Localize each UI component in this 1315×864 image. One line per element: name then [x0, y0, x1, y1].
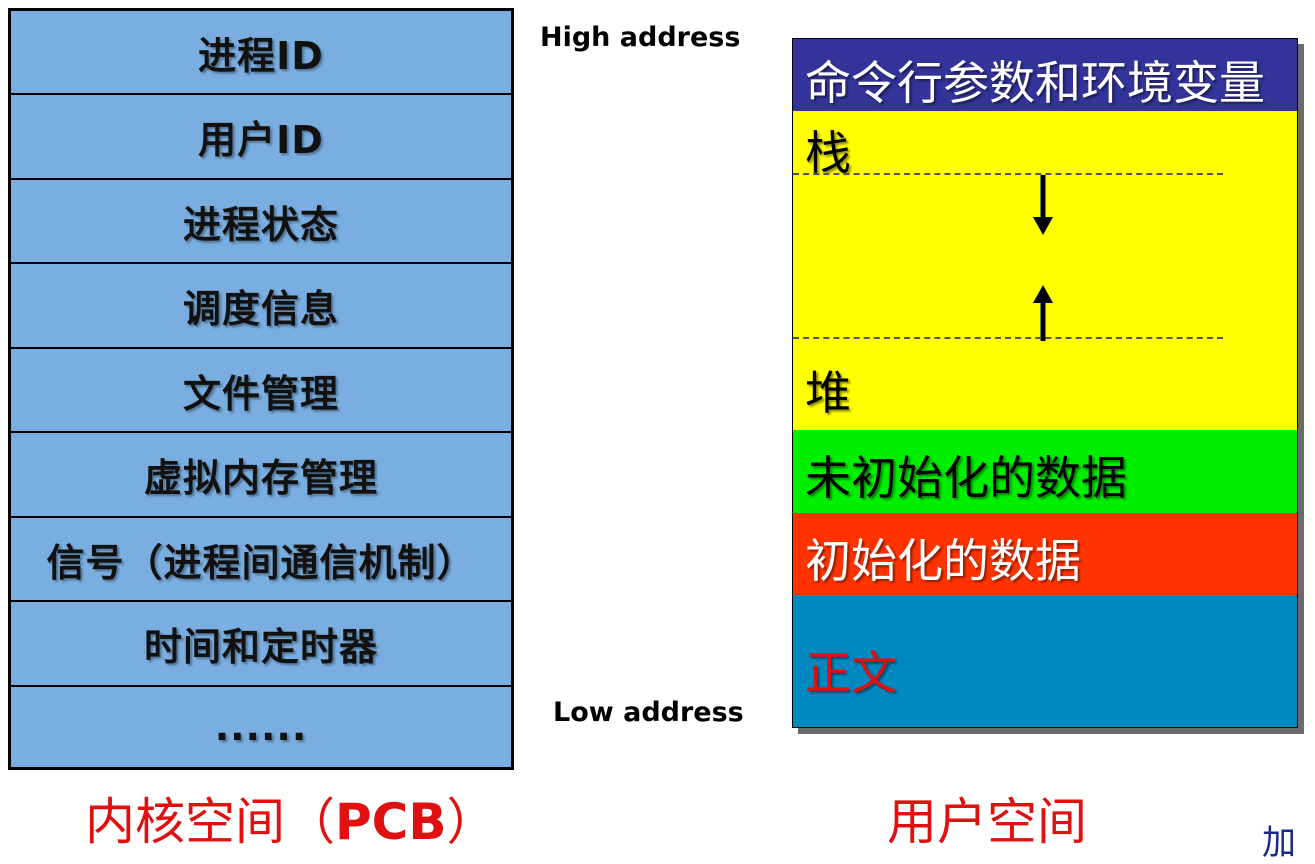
- segment-data: 初始化的数据: [793, 513, 1297, 595]
- bss-label: 未初始化的数据: [805, 451, 1127, 505]
- stack-boundary-line: [793, 173, 1223, 175]
- arrow-down-icon: [1033, 175, 1053, 235]
- segment-text: 正文: [793, 595, 1297, 727]
- segment-stack-heap: 栈 堆: [793, 111, 1297, 430]
- user-memory-layout: 命令行参数和环境变量 栈 堆 未初始化的数据 初始化的数据 正文: [792, 38, 1304, 734]
- pcb-row-process-id: 进程ID: [11, 11, 511, 95]
- pcb-row-scheduling-info: 调度信息: [11, 264, 511, 349]
- pcb-row-signals: 信号（进程间通信机制）: [11, 518, 511, 602]
- high-address-label: High address: [540, 22, 741, 53]
- heap-boundary-line: [793, 337, 1223, 339]
- arrow-up-icon: [1033, 285, 1053, 341]
- stack-label: 栈: [805, 126, 851, 180]
- pcb-row-file-management: 文件管理: [11, 349, 511, 433]
- pcb-row-process-state: 进程状态: [11, 180, 511, 264]
- pcb-row-user-id: 用户ID: [11, 95, 511, 180]
- text-segment-label: 正文: [805, 646, 897, 700]
- heap-label: 堆: [805, 366, 851, 420]
- low-address-label: Low address: [553, 697, 744, 728]
- pcb-table: 进程ID 用户ID 进程状态 调度信息 文件管理 虚拟内存管理 信号（进程间通信…: [8, 8, 514, 770]
- kernel-space-caption-suffix: ）: [446, 793, 497, 851]
- segment-args-env: 命令行参数和环境变量: [793, 39, 1297, 111]
- kernel-space-caption-prefix: 内核空间（: [85, 793, 335, 851]
- args-env-label: 命令行参数和环境变量: [805, 56, 1265, 110]
- kernel-space-caption: 内核空间（PCB）: [85, 782, 496, 854]
- user-space-caption: 用户空间: [887, 793, 1087, 851]
- corner-partial-text: 加: [1262, 823, 1296, 863]
- memory-column: 命令行参数和环境变量 栈 堆 未初始化的数据 初始化的数据 正文: [792, 38, 1298, 728]
- pcb-row-virtual-memory: 虚拟内存管理: [11, 433, 511, 518]
- pcb-caption-label: PCB: [335, 793, 447, 851]
- pcb-row-timers: 时间和定时器: [11, 602, 511, 687]
- segment-bss: 未初始化的数据: [793, 430, 1297, 513]
- data-label: 初始化的数据: [805, 534, 1081, 588]
- pcb-row-ellipsis: ......: [214, 705, 308, 749]
